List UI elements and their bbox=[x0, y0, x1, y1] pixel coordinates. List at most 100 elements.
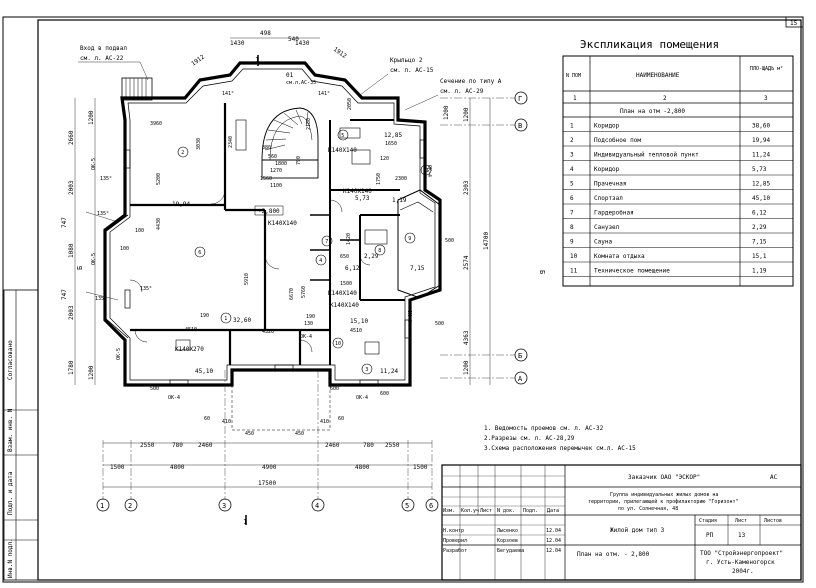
tb-date: 12.04 bbox=[546, 548, 561, 554]
section-mark-bottom: 1 bbox=[243, 518, 247, 526]
window-tag: ОК-4 bbox=[300, 334, 312, 340]
section-mark-left: Б bbox=[76, 266, 84, 270]
callout-section-2: см. л. АС-29 bbox=[440, 88, 484, 95]
interior-wall bbox=[130, 328, 330, 365]
dim-text: 4320 bbox=[262, 329, 274, 335]
tb-customer: Заказчик ОАО "ЭСКОР" bbox=[628, 474, 700, 481]
dim-text: 1560 bbox=[260, 176, 272, 182]
dim-text: 2550 bbox=[385, 442, 400, 449]
callout-section-1: Сечение по типу А bbox=[440, 78, 502, 85]
walkway bbox=[231, 385, 331, 431]
dim-text: 4800 bbox=[170, 464, 185, 471]
callout-porch-1: Крыльцо 2 bbox=[390, 57, 423, 64]
row-area: 1,19 bbox=[752, 268, 767, 275]
callout-basement-2: см. л. АС-22 bbox=[80, 55, 124, 62]
tb-project: территории, прилегающей к профилакторию … bbox=[588, 499, 739, 505]
dim-text: 747 bbox=[61, 289, 68, 300]
dim-text: 2050 bbox=[347, 98, 353, 110]
tb-date: 12.04 bbox=[546, 528, 561, 534]
title-block bbox=[441, 464, 802, 581]
col-num-3: 3 bbox=[764, 95, 768, 102]
angle-text: 135° bbox=[97, 211, 109, 217]
dim-text: 1430 bbox=[295, 40, 310, 47]
dim-text: 1912 bbox=[190, 53, 206, 67]
dim-text: 380 bbox=[262, 145, 271, 151]
room-number: 10 bbox=[335, 341, 341, 347]
bay-right bbox=[397, 189, 441, 299]
dims-right: 1200 1200 2303 2574 14700 4363 1200 bbox=[443, 105, 490, 375]
col-header-num: N ПОМ bbox=[566, 73, 581, 79]
row-number: 5 bbox=[570, 181, 574, 188]
window-tags: ОК-5 ОК-5 ОК-5 ОК-4 ОК-4 ОК-4 ОК-4 ОК-4 bbox=[91, 158, 432, 401]
row-area: 11,24 bbox=[752, 152, 770, 159]
dim-text: 2340 bbox=[228, 136, 234, 148]
dim-text: 4510 bbox=[350, 328, 362, 334]
angle-text: 135° bbox=[140, 286, 152, 292]
room-number-circle bbox=[220, 312, 232, 324]
window-tag: ОК-5 bbox=[116, 348, 122, 360]
tb-col-header: Дата bbox=[547, 508, 559, 514]
room-areas: 19,94 32,60 45,10 11,24 15,10 12,85 5,73… bbox=[172, 132, 425, 375]
row-name: Прачечная bbox=[594, 181, 627, 188]
room-number: 7 bbox=[325, 239, 328, 245]
row-area: 15,1 bbox=[752, 253, 767, 260]
room-number: 2 bbox=[181, 150, 184, 156]
dim-text: 60 bbox=[338, 416, 344, 422]
angle-text: 135° bbox=[95, 296, 107, 302]
dim-text: 747 bbox=[61, 217, 68, 228]
axis-label-3: 3 bbox=[222, 502, 226, 510]
tb-date: 12.04 bbox=[546, 538, 561, 544]
axis-label-6: 6 bbox=[429, 502, 433, 510]
room-number-circle bbox=[361, 363, 373, 375]
dim-text: 790 bbox=[296, 156, 302, 165]
floor-plan bbox=[85, 61, 442, 431]
approval-strip: Согласовано Инв.N подл. Подп. и дата Вза… bbox=[3, 289, 39, 581]
tb-col-header: Кол.уч bbox=[461, 508, 479, 514]
axis-label-v: В bbox=[518, 122, 522, 130]
interior-wall bbox=[130, 103, 267, 330]
axis-label-2: 2 bbox=[128, 502, 132, 510]
inventory-label: Инв.N подл. bbox=[7, 538, 14, 578]
tb-name: Бегудаева bbox=[497, 548, 524, 554]
tb-stage: РП bbox=[706, 532, 714, 539]
dim-text: 1780 bbox=[68, 360, 75, 375]
tb-role: Н.контр bbox=[443, 528, 464, 534]
area-text: 45,10 bbox=[195, 368, 213, 375]
signature-label: Подп. и дата bbox=[7, 471, 14, 515]
row-name: Коридор bbox=[594, 166, 620, 173]
dim-text: 120 bbox=[380, 156, 389, 162]
angle-text: 141° bbox=[318, 91, 330, 97]
title-block-text: Изм. Кол.уч Лист N док. Подп. Дата Н.кон… bbox=[443, 474, 783, 575]
col-header-name: НАИМЕНОВАНИЕ bbox=[636, 72, 680, 79]
dim-text: 780 bbox=[172, 442, 183, 449]
area-text: 11,24 bbox=[380, 368, 398, 375]
tb-name: Лысенко bbox=[497, 528, 518, 534]
tb-role: Разработ bbox=[443, 547, 467, 554]
tb-role: Проверил bbox=[443, 538, 467, 544]
dim-text: 450 bbox=[295, 431, 304, 437]
row-number: 3 bbox=[570, 152, 574, 159]
room-number-circle bbox=[177, 146, 189, 158]
opening-text: К140Х140 bbox=[330, 302, 359, 309]
row-number: 11 bbox=[570, 268, 578, 275]
tb-stage-header: Листов bbox=[764, 518, 782, 524]
dim-text: 410 bbox=[222, 419, 231, 425]
dim-text: 780 bbox=[363, 442, 374, 449]
area-text: 2,29 bbox=[364, 253, 379, 260]
dim-text: 2660 bbox=[68, 130, 75, 145]
row-number: 8 bbox=[570, 224, 574, 231]
dim-text: 1430 bbox=[230, 40, 245, 47]
tb-col-header: Лист bbox=[480, 508, 492, 514]
row-name: Подсобное пом bbox=[594, 137, 641, 144]
window-tag: ОК-4 bbox=[168, 395, 180, 401]
area-text: 7,15 bbox=[410, 265, 425, 272]
dim-text: 1200 bbox=[463, 360, 470, 375]
area-text: 19,94 bbox=[172, 201, 190, 208]
dim-text: 2003 bbox=[68, 180, 75, 195]
callouts: Вход в подвал см. л. АС-22 Крыльцо 2 см.… bbox=[78, 45, 502, 216]
room-number: 8 bbox=[378, 248, 381, 254]
area-text: 12,85 bbox=[384, 132, 402, 139]
dim-text: 4800 bbox=[355, 464, 370, 471]
